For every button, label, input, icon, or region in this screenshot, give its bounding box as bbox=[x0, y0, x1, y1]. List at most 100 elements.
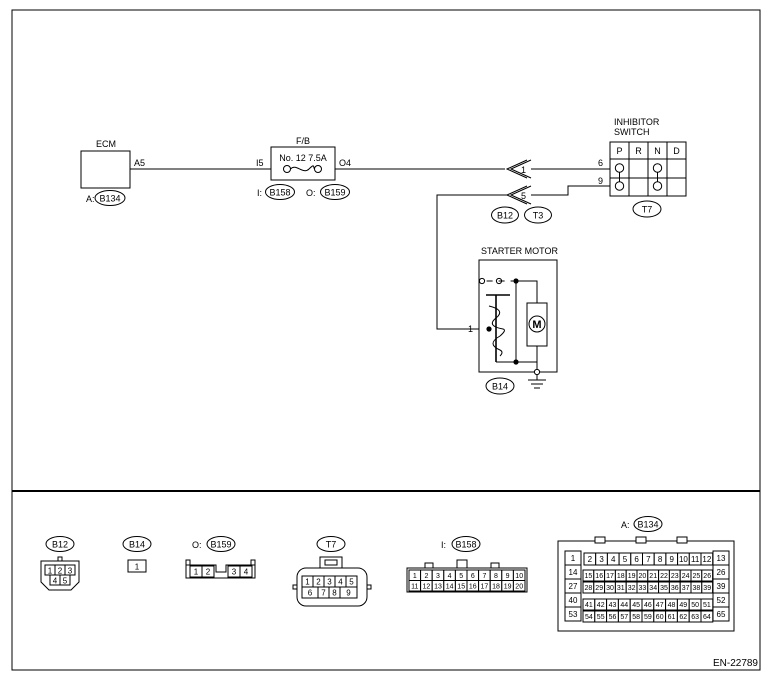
fuse-conn-in-code: B158 bbox=[269, 188, 290, 198]
fuse-element-icon bbox=[290, 165, 315, 172]
switch-contact-p-bottom bbox=[614, 181, 625, 191]
connector-pin: 9 bbox=[670, 555, 675, 564]
b159-title: B159 bbox=[210, 540, 231, 550]
switch-position-r: R bbox=[635, 146, 642, 156]
svg-text:9: 9 bbox=[346, 589, 351, 598]
connector-pin: 1 bbox=[413, 573, 417, 580]
connector-pin: 27 bbox=[569, 582, 578, 591]
svg-text:5: 5 bbox=[63, 577, 68, 586]
connector-pin: 53 bbox=[569, 610, 578, 619]
diagram-code: EN-22789 bbox=[713, 658, 758, 669]
svg-text:1: 1 bbox=[305, 578, 310, 587]
connector-pin: 2 bbox=[424, 573, 428, 580]
svg-text:8: 8 bbox=[332, 589, 337, 598]
inhibitor-switch: INHIBITOR SWITCH P R N D 6 9 T7 bbox=[598, 117, 687, 218]
connector-pin: 15 bbox=[585, 573, 593, 580]
connector-pin: 15 bbox=[457, 583, 465, 590]
connector-pin: 22 bbox=[660, 573, 668, 580]
connector-pin: 61 bbox=[668, 614, 676, 621]
connector-pin: 7 bbox=[646, 555, 651, 564]
joint-connector-right-code: T3 bbox=[533, 211, 544, 221]
ecm-connector-badge bbox=[94, 190, 126, 206]
b158-prefix: I: bbox=[441, 540, 446, 550]
connector-pin: 17 bbox=[481, 583, 489, 590]
b134-prefix: A: bbox=[621, 520, 630, 530]
starter-pin-label: 1 bbox=[468, 324, 473, 334]
motor-icon bbox=[528, 315, 546, 333]
fuse-terminal-right bbox=[314, 165, 322, 173]
connector-pin: 28 bbox=[585, 585, 593, 592]
switch-position-d: D bbox=[673, 146, 680, 156]
connector-pin: 62 bbox=[679, 614, 687, 621]
switch-position-n: N bbox=[654, 146, 661, 156]
svg-text:3: 3 bbox=[68, 567, 73, 576]
connector-pin: 39 bbox=[703, 585, 711, 592]
b134-title: B134 bbox=[637, 520, 658, 530]
ecm-label: ECM bbox=[96, 139, 116, 149]
connector-pin: 45 bbox=[632, 602, 640, 609]
connector-pin: 43 bbox=[609, 602, 617, 609]
fuse-box-label: F/B bbox=[296, 136, 310, 146]
connector-pin: 39 bbox=[717, 582, 726, 591]
switch-connector-code: T7 bbox=[642, 205, 653, 215]
connector-pin: 25 bbox=[693, 573, 701, 580]
connector-pin: 33 bbox=[639, 585, 647, 592]
connector-pin: 37 bbox=[682, 585, 690, 592]
b12-title: B12 bbox=[52, 540, 68, 550]
connector-pin: 63 bbox=[691, 614, 699, 621]
connector-pin: 3 bbox=[599, 555, 604, 564]
connector-pin: 13 bbox=[717, 554, 726, 563]
switch-pin-top-label: 6 bbox=[598, 158, 603, 168]
connector-pin: 42 bbox=[597, 602, 605, 609]
connector-pin: 11 bbox=[411, 583, 418, 590]
connector-pin: 5 bbox=[623, 555, 628, 564]
connector-t7: T7 1 2 3 4 5 6 7 8 9 bbox=[292, 536, 372, 607]
connector-pin: 29 bbox=[595, 585, 603, 592]
svg-text:3: 3 bbox=[232, 568, 237, 577]
svg-text:5: 5 bbox=[349, 578, 354, 587]
connector-pin: 41 bbox=[585, 602, 593, 609]
connector-pin: 57 bbox=[620, 614, 628, 621]
joint-connector: 1 5 B12 T3 bbox=[491, 159, 552, 224]
connector-pin: 18 bbox=[492, 583, 500, 590]
connector-pin: 35 bbox=[660, 585, 668, 592]
joint-pin-bottom-label: 5 bbox=[521, 191, 526, 201]
connector-pin: 40 bbox=[569, 596, 578, 605]
motor-symbol-label: M bbox=[532, 319, 541, 331]
connector-pin: 38 bbox=[693, 585, 701, 592]
starter-motor: STARTER MOTOR M 1 B14 bbox=[468, 246, 559, 395]
connector-pin: 34 bbox=[649, 585, 657, 592]
b14-title: B14 bbox=[129, 540, 145, 550]
svg-text:4: 4 bbox=[53, 577, 58, 586]
connector-pin: 21 bbox=[649, 573, 657, 580]
connector-pin: 30 bbox=[606, 585, 614, 592]
connector-pin: 2 bbox=[588, 555, 593, 564]
connector-pin: 58 bbox=[632, 614, 640, 621]
fuse-conn-in-prefix: I: bbox=[257, 188, 262, 198]
svg-text:3: 3 bbox=[327, 578, 332, 587]
fuse-pin-in-label: I5 bbox=[256, 158, 264, 168]
connector-pin: 51 bbox=[703, 602, 711, 609]
connector-pin: 59 bbox=[644, 614, 652, 621]
t7-title: T7 bbox=[326, 540, 337, 550]
connector-pin: 11 bbox=[691, 555, 700, 564]
connector-pin: 52 bbox=[717, 596, 726, 605]
ground-icon bbox=[528, 374, 546, 389]
ecm-pin-label: A5 bbox=[134, 158, 145, 168]
connector-pin: 6 bbox=[634, 555, 639, 564]
connector-b159: O: B159 1 2 3 4 bbox=[185, 536, 256, 579]
fuse-terminal-left bbox=[283, 165, 291, 173]
connector-pin: 6 bbox=[471, 573, 475, 580]
connector-pin: 9 bbox=[506, 573, 510, 580]
fuse-conn-out-prefix: O: bbox=[306, 188, 316, 198]
connector-pin: 8 bbox=[494, 573, 498, 580]
b159-prefix: O: bbox=[192, 540, 202, 550]
connector-pin: 14 bbox=[446, 583, 454, 590]
connector-pin: 5 bbox=[459, 573, 463, 580]
connector-pin: 65 bbox=[717, 610, 726, 619]
switch-contact-n-top bbox=[652, 163, 663, 173]
connector-pin: 36 bbox=[671, 585, 679, 592]
connector-pin: 12 bbox=[423, 583, 431, 590]
